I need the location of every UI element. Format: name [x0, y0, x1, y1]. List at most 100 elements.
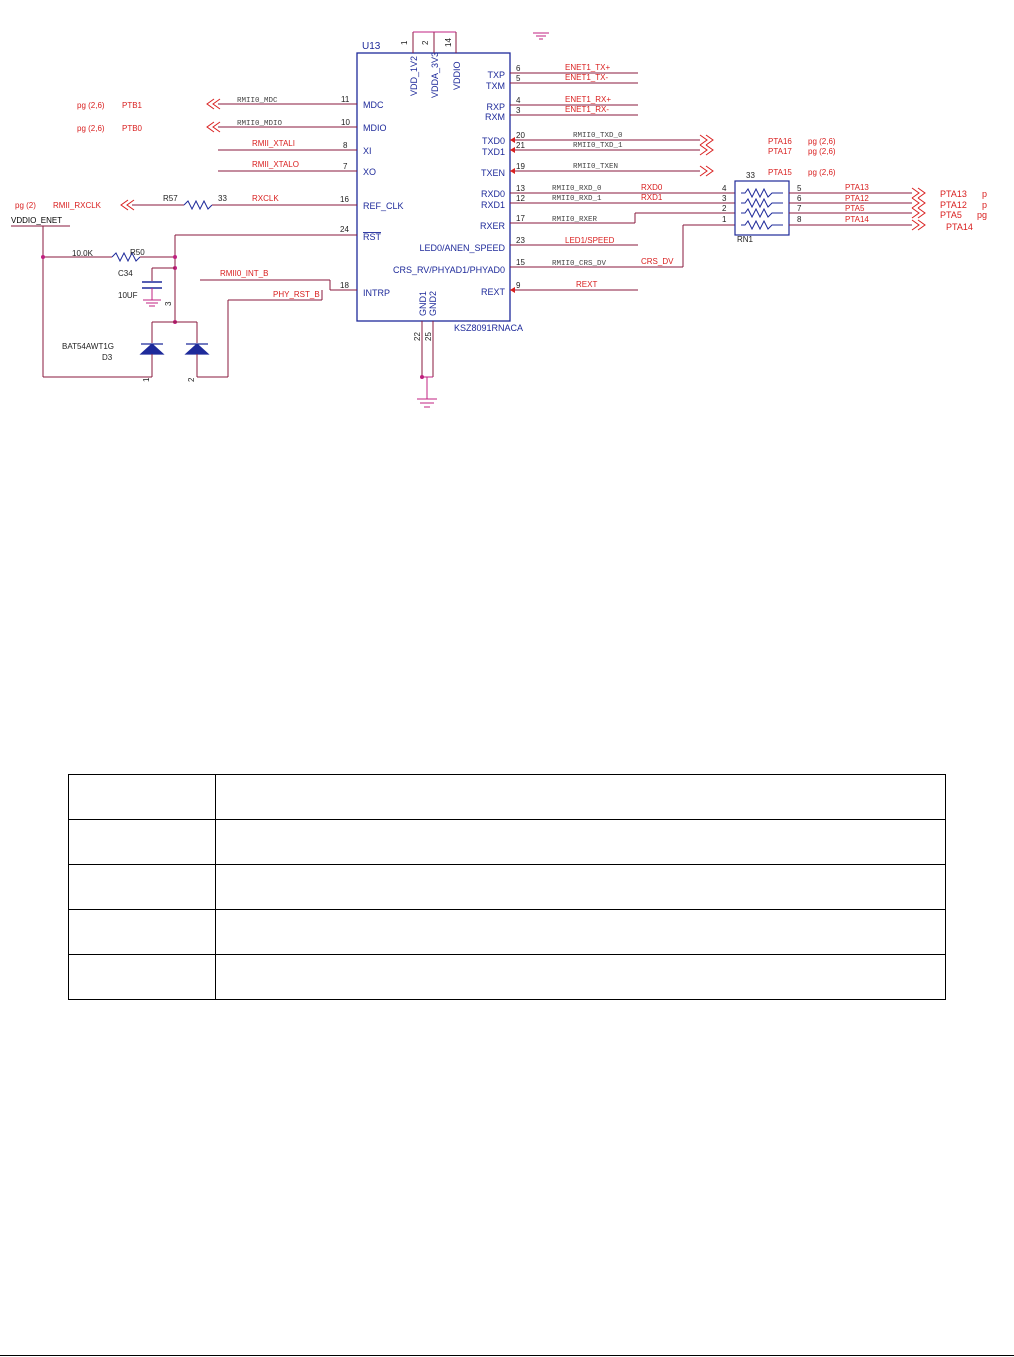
- net-label: RMII0_RXER: [552, 216, 598, 224]
- table-cell: [68, 864, 216, 910]
- port-label: PTA5: [940, 210, 962, 220]
- offpage-connector-icon: [120, 199, 135, 211]
- port-label: PTB1: [122, 101, 143, 110]
- pin-number: 8: [343, 141, 348, 150]
- pin-name: TXD1: [482, 147, 505, 157]
- pin-number: 12: [516, 194, 525, 203]
- c34-ref: C34: [118, 269, 133, 278]
- pin-number: 3: [516, 106, 521, 115]
- net-label: RXCLK: [252, 194, 279, 203]
- input-arrow-icon: [510, 147, 515, 153]
- net-label: RXD1: [641, 193, 663, 202]
- table-cell: [68, 774, 216, 820]
- pin-name-vdd-1v2: VDD_1V2: [409, 56, 419, 96]
- d3-part: BAT54AWT1G: [62, 342, 114, 351]
- c34-pin: 3: [164, 301, 173, 306]
- r57-ref: R57: [163, 194, 178, 203]
- pin-number: 24: [340, 225, 349, 234]
- net-label: REXT: [576, 280, 597, 289]
- resistor-r57-icon: [183, 199, 213, 211]
- table-row: [68, 819, 946, 865]
- rn1-pin: 3: [722, 194, 727, 203]
- pin-name: MDIO: [363, 123, 387, 133]
- r50-ref: R50: [130, 248, 145, 257]
- offpage-connector-icon: [699, 165, 714, 177]
- resistor-network-body: [734, 180, 790, 236]
- net-label: RMII0_MDIO: [237, 120, 283, 128]
- pin-number: 18: [340, 281, 349, 290]
- table-cell: [215, 774, 946, 820]
- rn1-value: 33: [746, 171, 755, 180]
- pin-number: 6: [516, 64, 521, 73]
- pin-name: XO: [363, 167, 376, 177]
- table-row: [68, 954, 946, 1000]
- net-label: PHY_RST_B: [273, 290, 320, 299]
- junction-dot: [173, 255, 177, 259]
- r57-value: 33: [218, 194, 227, 203]
- pin-number: 1: [400, 40, 409, 45]
- port-label: PTA12: [940, 200, 967, 210]
- ethernet-phy-schematic: U13 KSZ8091RNACA 1 2 14 VDD_1V2 VDDA_3V3…: [11, 31, 987, 408]
- pin-number: 19: [516, 162, 525, 171]
- pin-name: RXD1: [481, 200, 505, 210]
- pin-name: TXD0: [482, 136, 505, 146]
- net-label: RMII0_INT_B: [220, 269, 268, 278]
- offpage-connector-icon: [911, 187, 926, 231]
- top-pins: [412, 31, 457, 53]
- capacitor-c34-icon: [142, 281, 162, 289]
- net-label: RMII_XTALI: [252, 139, 295, 148]
- r50-value: 10.0K: [72, 249, 94, 258]
- pin-number: 15: [516, 258, 525, 267]
- port-label: PTA17: [768, 147, 792, 156]
- pin-name: MDC: [363, 100, 384, 110]
- table-cell: [215, 909, 946, 955]
- offpage-connector-icon: [699, 144, 714, 156]
- pin-number: 14: [444, 38, 453, 47]
- pin-number: 5: [516, 74, 521, 83]
- page-ref: pg (2): [15, 201, 36, 210]
- port-label: PTA15: [768, 168, 792, 177]
- pin-number: 16: [340, 195, 349, 204]
- page-ref: pg (2,6): [808, 147, 836, 156]
- pin-number: 4: [516, 96, 521, 105]
- offpage-connector-icon: [699, 134, 714, 146]
- junction-dot: [41, 255, 45, 259]
- pin-name: INTRP: [363, 288, 390, 298]
- pin-name: RXM: [485, 112, 505, 122]
- net-label: ENET1_RX+: [565, 95, 611, 104]
- table-cell: [68, 909, 216, 955]
- pin-name-gnd1: GND1: [418, 291, 428, 316]
- net-label: PTA12: [845, 194, 869, 203]
- rn1-pin: 1: [722, 215, 727, 224]
- pin-number: 10: [341, 118, 350, 127]
- chip-part-number: KSZ8091RNACA: [454, 323, 523, 333]
- pin-name-gnd2: GND2: [428, 291, 438, 316]
- ground-icon: [417, 398, 437, 408]
- net-label: RMII_XTALO: [252, 160, 299, 169]
- net-label: RMII0_RXD_1: [552, 195, 602, 203]
- pin-name: RXER: [480, 221, 506, 231]
- table-cell: [68, 954, 216, 1000]
- table-row: [68, 909, 946, 955]
- bottom-pins: [421, 321, 434, 399]
- pin-name-rst: RST: [363, 232, 382, 242]
- diode-icon: [139, 343, 165, 355]
- pin-number: 2: [421, 40, 430, 45]
- page-ref: pg (2,6): [77, 124, 105, 133]
- rn1-pin: 4: [722, 184, 727, 193]
- rn1-ref: RN1: [737, 235, 754, 244]
- rn1-pin: 7: [797, 204, 802, 213]
- port-label: PTA16: [768, 137, 792, 146]
- d3-pin: 1: [142, 377, 151, 382]
- input-arrow-icon: [510, 168, 515, 174]
- resistor-network-elements: [741, 187, 783, 231]
- pin-name: CRS_RV/PHYAD1/PHYAD0: [393, 265, 505, 275]
- table-cell: [215, 954, 946, 1000]
- table-cell: [215, 864, 946, 910]
- pin-number: 20: [516, 131, 525, 140]
- pin-number: 25: [424, 332, 433, 341]
- page-ref: pg (2,6): [77, 101, 105, 110]
- pin-number: 13: [516, 184, 525, 193]
- page-ref: pg: [977, 210, 987, 220]
- supply-label: VDDIO_ENET: [11, 216, 62, 225]
